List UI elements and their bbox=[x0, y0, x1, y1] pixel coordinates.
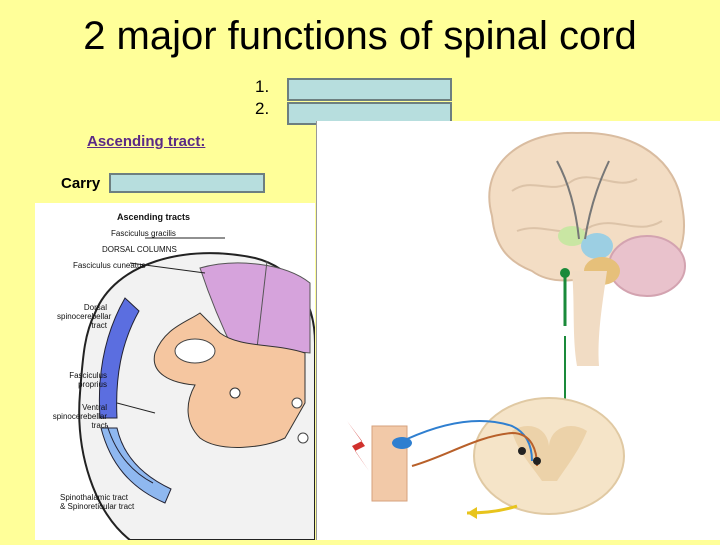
sensory-pathway-figure bbox=[316, 121, 720, 540]
list-item: 2. bbox=[255, 98, 285, 120]
label-fasciculus-gracilis: Fasciculus gracilis bbox=[111, 229, 176, 238]
ascending-tracts-figure: Ascending tracts Fasciculus gracilis DOR… bbox=[35, 203, 316, 541]
list-number: 1. bbox=[255, 77, 270, 96]
carry-text: Carry bbox=[61, 175, 101, 192]
ascending-tract-heading: Ascending tract: bbox=[87, 133, 206, 150]
label-spinothalamic: Spinothalamic tract & Spinoreticular tra… bbox=[60, 493, 135, 511]
label-fasciculus-cuneatus: Fasciculus cuneatus bbox=[73, 261, 146, 270]
label-ventral-spinocerebellar: Ventral spinocerebellar tract bbox=[52, 403, 107, 430]
list-number: 2. bbox=[255, 99, 270, 118]
function-list: 1. 2. bbox=[255, 76, 285, 120]
label-fasciculus-proprius: Fasciculus proprius bbox=[69, 371, 107, 389]
list-item: 1. bbox=[255, 76, 285, 98]
answer-mask-3 bbox=[109, 173, 265, 193]
label-dorsal-columns: DORSAL COLUMNS bbox=[102, 245, 177, 254]
brain-pathway-illustration bbox=[347, 131, 686, 519]
slide-title: 2 major functions of spinal cord bbox=[83, 14, 637, 58]
figure-heading: Ascending tracts bbox=[117, 212, 191, 222]
answer-mask-1 bbox=[287, 78, 452, 101]
spinal-cord-diagram bbox=[78, 237, 316, 541]
label-dorsal-spinocerebellar: Dorsal spinocerebellar tract bbox=[57, 303, 112, 330]
